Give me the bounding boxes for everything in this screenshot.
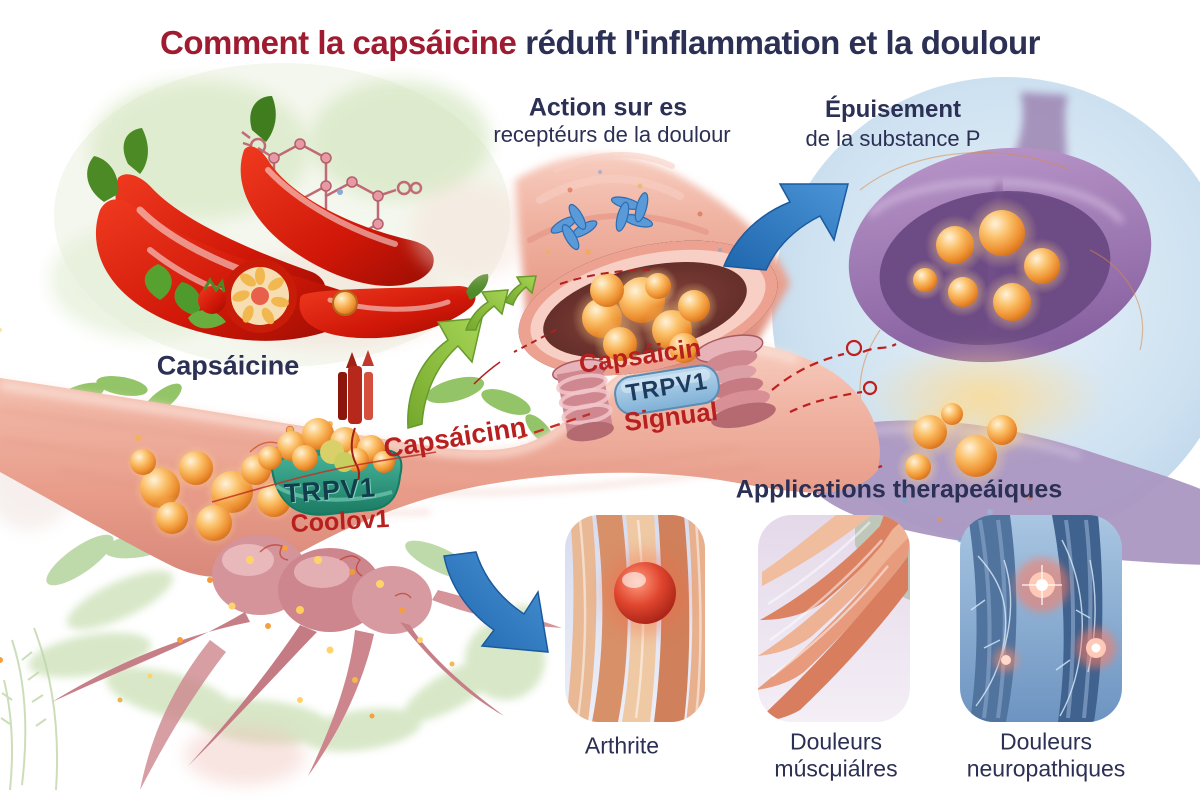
capsaicin-pointer-line	[211, 451, 437, 503]
trpv1-receptor	[258, 418, 403, 516]
vessel-specks	[0, 170, 722, 332]
arrow-to-synapse-icon	[722, 183, 849, 271]
applications-heading: Applications therapeáiques	[735, 475, 1063, 504]
title-rest: réduft l'inflammation et la doulour	[525, 24, 1041, 61]
application-label-neuro-line1: Douleurs	[999, 728, 1093, 755]
capsaicine-label: Capsáicine	[156, 350, 300, 381]
panel-arthritis	[565, 515, 705, 722]
receptor-bound-spheres	[258, 418, 395, 473]
coolov-label: Coolov1	[289, 504, 390, 539]
substance-p-vesicles	[896, 197, 1070, 489]
receptor-action-heading-line1: Action sur es	[528, 93, 688, 122]
capsaicin-source-scene	[50, 63, 510, 367]
trpv1-channel-pill	[614, 364, 720, 416]
green-arrow-icon	[407, 275, 537, 429]
trpv1-receptor-label: TRPV1	[283, 472, 377, 509]
application-label-arthritis: Arthrite	[584, 732, 660, 759]
substance-p-heading-line2: de la substance P	[805, 126, 981, 151]
application-label-muscle-line1: Douleurs	[789, 728, 883, 755]
root-sparks	[0, 545, 455, 719]
capsaicin-crystal	[338, 350, 374, 489]
chili-slice	[223, 259, 297, 333]
chili-bud-and-basil	[144, 264, 358, 329]
nerve-root	[0, 535, 562, 790]
capsaicin-dashed-line	[517, 412, 591, 440]
title-highlight: Comment la capsáicine	[159, 24, 517, 61]
substance-p-heading-line1: Épuisement	[824, 96, 962, 123]
arrow-to-applications-icon	[443, 551, 549, 653]
vessel-capsaicin-spheres	[572, 266, 718, 370]
application-label-muscle-line2: múscμiálres	[774, 755, 898, 782]
wheat-fronds	[0, 627, 59, 791]
panel-muscle-pain	[758, 515, 910, 722]
trpv1-channel-segment	[552, 334, 897, 442]
receptor-action-heading-line2: receptéurs de la doulour	[493, 122, 731, 147]
application-label-neuro-line2: neuropathiques	[966, 755, 1126, 782]
blue-receptor-proteins	[550, 192, 654, 251]
panel-neuropathic-pain	[960, 515, 1122, 722]
